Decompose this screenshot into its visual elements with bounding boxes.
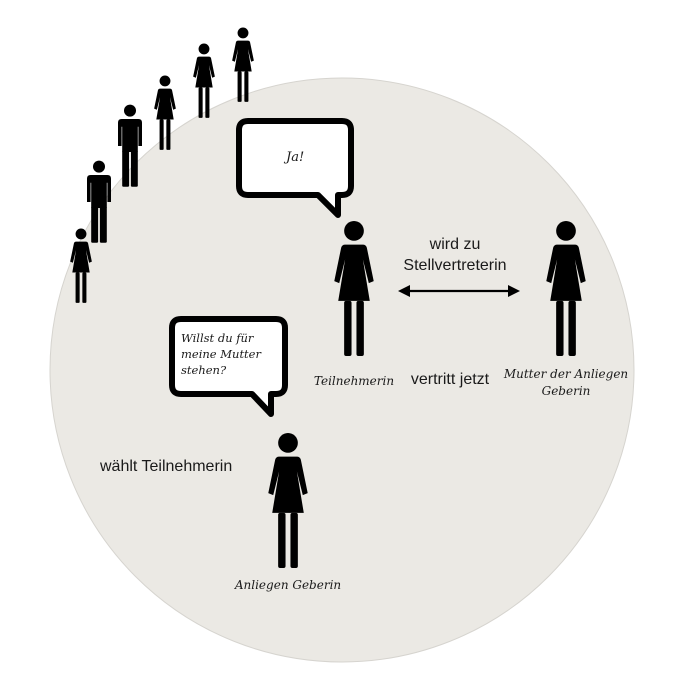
client-bubble-line: stehen?: [181, 363, 227, 377]
represents-label: vertritt jetzt: [410, 371, 490, 388]
participant-bubble-text: Ja!: [286, 150, 305, 165]
queue-female-figure-icon: [232, 27, 254, 102]
mother-caption-line: Mutter der Anliegen: [503, 367, 629, 381]
mother-caption-line: Geberin: [541, 384, 591, 398]
participant-caption: Teilnehmerin: [313, 374, 395, 388]
becomes-line: Stellvertreterin: [403, 257, 507, 274]
selects-label: wählt Teilnehmerin: [100, 458, 233, 475]
client-bubble-line: Willst du für: [181, 331, 254, 345]
speech-bubble-icon: [236, 118, 354, 218]
client-bubble-line: meine Mutter: [181, 347, 261, 361]
speech-bubble-icon: [169, 316, 288, 417]
mother-caption: Mutter der Anliegen Geberin: [500, 366, 632, 400]
background-circle: [49, 77, 635, 663]
becomes-label: wird zu Stellvertreterin: [390, 234, 520, 276]
becomes-line: wird zu: [429, 236, 481, 253]
client-bubble-text: Willst du für meine Mutter stehen?: [181, 330, 261, 378]
double-arrow-icon: [398, 285, 520, 297]
queue-female-figure-icon: [193, 43, 215, 118]
client-caption: Anliegen Geberin: [234, 578, 342, 592]
